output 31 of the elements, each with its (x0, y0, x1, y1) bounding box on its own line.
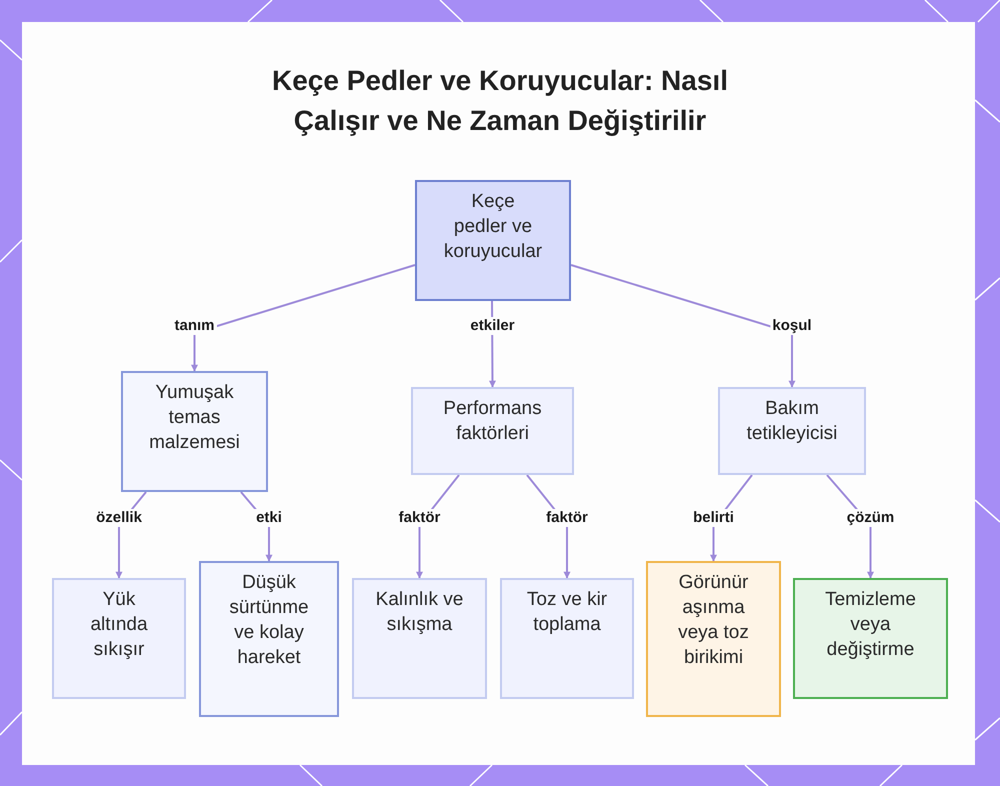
node-text: Yük altında sıkışır (89, 588, 149, 662)
node-text: Bakım tetikleyicisi (746, 397, 838, 446)
concept-box (411, 387, 574, 475)
concept-box (793, 578, 948, 699)
edge-label: tanım (172, 317, 216, 335)
concept-box (352, 578, 487, 699)
node-text: Temizleme veya değiştirme (824, 588, 917, 662)
edge-label: çözüm (844, 509, 896, 527)
edge-label: etkiler (468, 317, 517, 335)
node-text: Performans faktörleri (442, 397, 543, 446)
edge-label: etki (254, 509, 284, 527)
connector-arrow (570, 264, 796, 388)
concept-box (52, 578, 186, 699)
concept-box (718, 387, 866, 475)
node-text: Düşük sürtünme ve kolay hareket (228, 571, 310, 670)
node-text: Görünür aşınma veya toz birikimi (677, 571, 750, 670)
edge-label: özellik (94, 509, 144, 527)
edge-label: faktör (544, 509, 590, 527)
node-text: Keçe pedler ve koruyucular (443, 190, 543, 264)
node-text: Yumuşak temas malzemesi (148, 381, 241, 455)
edge-label: belirti (691, 509, 736, 527)
connector-arrow (191, 264, 416, 372)
edge-label: faktör (396, 509, 442, 527)
concept-box (121, 371, 268, 492)
concept-box (199, 561, 339, 717)
concept-box (415, 180, 571, 301)
diagram-title: Keçe Pedler ve Koruyucular: Nasıl Çalışır ve Ne Zaman Değiştirilir (271, 64, 729, 138)
concept-box (500, 578, 634, 699)
node-text: Toz ve kir toplama (526, 588, 608, 637)
concept-box (646, 561, 781, 717)
node-text: Kalınlık ve sıkışma (374, 588, 464, 637)
